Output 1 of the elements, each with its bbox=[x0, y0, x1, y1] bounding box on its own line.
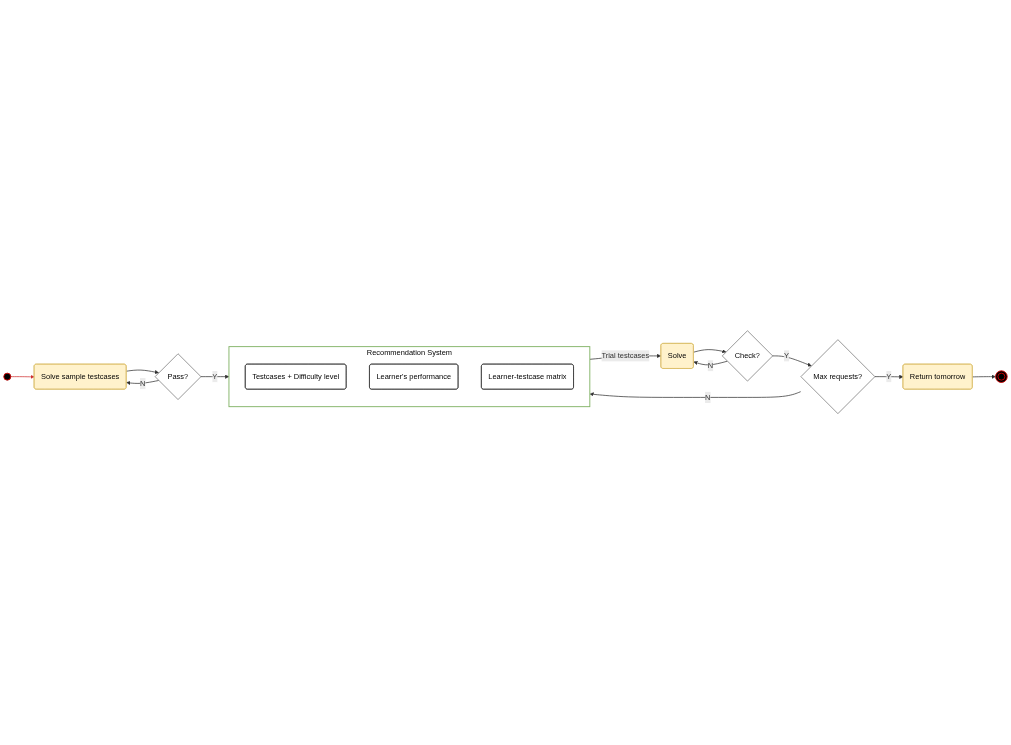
node-circle bbox=[3, 373, 12, 381]
